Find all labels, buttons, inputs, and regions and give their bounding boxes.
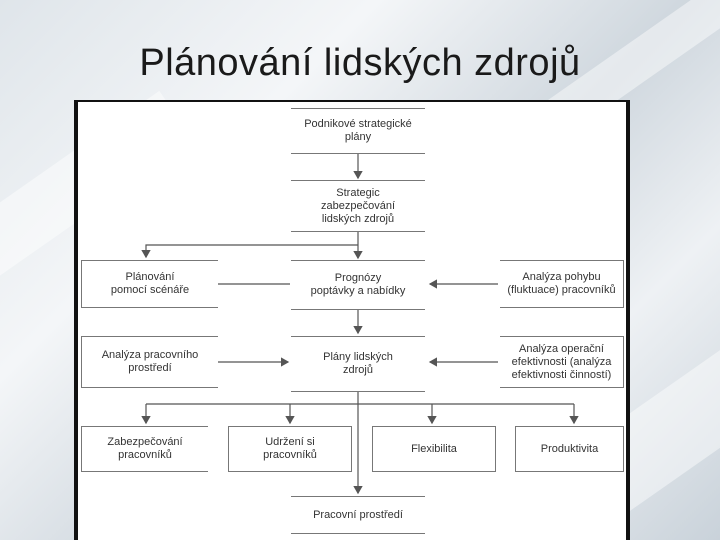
box-label: Strategic zabezpečování lidských zdrojů: [321, 187, 395, 226]
box-movement-analysis: Analýza pohybu (fluktuace) pracovníků: [500, 260, 624, 308]
box-label: Zabezpečování pracovníků: [107, 436, 182, 462]
box-flexibility: Flexibilita: [372, 426, 496, 472]
diagram-connectors: [78, 102, 626, 540]
box-label: Plány lidských zdrojů: [323, 351, 393, 377]
box-hr-strategy: Strategic zabezpečování lidských zdrojů: [291, 180, 425, 232]
box-environment-analysis: Analýza pracovního prostředí: [81, 336, 218, 388]
box-strategic-plans: Podnikové strategické plány: [291, 108, 425, 154]
box-productivity: Produktivita: [515, 426, 624, 472]
box-label: Analýza pracovního prostředí: [102, 349, 199, 375]
box-label: Podnikové strategické plány: [304, 118, 412, 144]
box-label: Analýza pohybu (fluktuace) pracovníků: [507, 271, 615, 297]
box-label: Flexibilita: [411, 443, 457, 456]
arrow-to-scenario: [146, 245, 358, 257]
box-hr-plans: Plány lidských zdrojů: [291, 336, 425, 392]
box-label: Prognózy poptávky a nabídky: [311, 272, 406, 298]
box-efficiency-analysis: Analýza operační efektivnosti (analýza e…: [500, 336, 624, 388]
box-label: Plánování pomocí scénáře: [111, 271, 189, 297]
box-forecast: Prognózy poptávky a nabídky: [291, 260, 425, 310]
box-work-environment: Pracovní prostředí: [291, 496, 425, 534]
box-label: Produktivita: [541, 443, 598, 456]
slide-title: Plánování lidských zdrojů: [0, 42, 720, 85]
box-label: Udržení si pracovníků: [263, 436, 317, 462]
hr-planning-diagram: Podnikové strategické plány Strategic za…: [74, 100, 630, 540]
box-label: Analýza operační efektivnosti (analýza e…: [512, 343, 612, 382]
box-label: Pracovní prostředí: [313, 509, 403, 522]
box-retention: Udržení si pracovníků: [228, 426, 352, 472]
box-securing: Zabezpečování pracovníků: [81, 426, 208, 472]
box-scenario-planning: Plánování pomocí scénáře: [81, 260, 218, 308]
